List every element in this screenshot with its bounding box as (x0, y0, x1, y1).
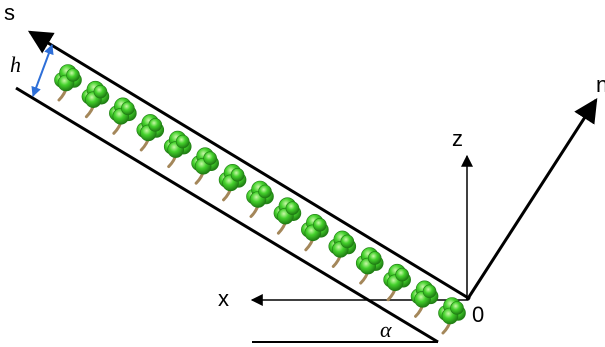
tree-crown-lobe (258, 184, 272, 199)
tree-icon (218, 164, 247, 202)
tree-row (54, 64, 466, 335)
tree-crown-lobe (422, 284, 437, 299)
tree-crown-lobe (230, 168, 245, 182)
x-axis-label: x (218, 286, 229, 311)
tree-icon (136, 114, 165, 152)
s-axis-label: s (4, 0, 15, 25)
s-axis-line (27, 30, 471, 301)
n-axis-line (465, 97, 598, 301)
tree-icon (273, 197, 302, 235)
tree-icon (301, 213, 329, 252)
tree-icon (410, 280, 439, 318)
origin-label: 0 (472, 302, 484, 327)
tree-crown-lobe (66, 68, 80, 82)
tree-icon (109, 97, 137, 135)
tree-crown-lobe (203, 151, 217, 166)
tree-icon (328, 230, 357, 268)
tree-icon (355, 247, 384, 285)
tree-icon (383, 263, 411, 302)
tree-icon (191, 147, 219, 185)
tree-crown-lobe (175, 134, 190, 149)
tree-icon (54, 64, 82, 102)
tree-icon (81, 80, 110, 119)
height-label: h (10, 52, 21, 77)
tree-crown-lobe (450, 301, 464, 315)
z-axis-label: z (452, 126, 463, 151)
tree-crown-lobe (395, 267, 409, 282)
tree-crown-lobe (93, 84, 108, 99)
tree-crown-lobe (148, 118, 163, 132)
tree-crown-lobe (367, 251, 382, 265)
tree-icon (163, 130, 192, 169)
tree-crown-lobe (285, 201, 300, 215)
n-axis-label: n (596, 72, 605, 97)
tree-crown-lobe (313, 217, 327, 232)
tree-crown-lobe (340, 234, 355, 249)
tree-icon (438, 297, 466, 335)
tree-icon (246, 180, 274, 218)
tree-crown-lobe (121, 101, 135, 116)
angle-label: α (380, 317, 392, 342)
height-arrow (31, 44, 54, 97)
